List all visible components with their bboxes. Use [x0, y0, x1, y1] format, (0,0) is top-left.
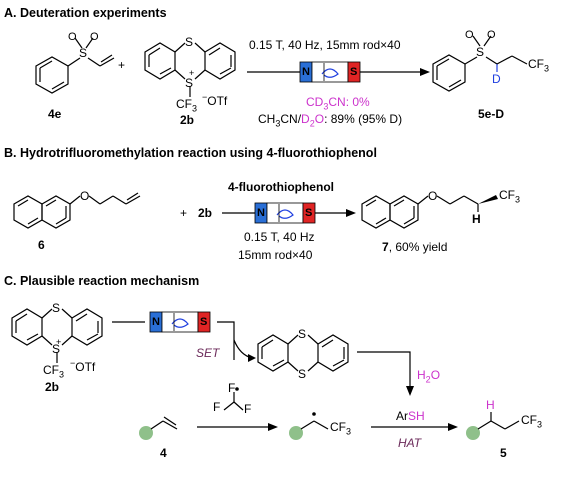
compound-2b-label-c: 2b [45, 380, 60, 394]
otf-counterion-c: −OTf [70, 358, 96, 374]
section-c-title: C. Plausible reaction mechanism [4, 274, 200, 288]
svg-text:S: S [52, 342, 60, 356]
conditions-b-line2: 15mm rod×40 [238, 248, 313, 262]
compound-4e-label: 4e [48, 107, 62, 121]
substrate-dot [139, 426, 153, 440]
conditions-a: 0.15 T, 40 Hz, 15mm rod×40 [249, 38, 401, 52]
svg-text:O: O [428, 189, 437, 203]
arsh-label: ArSH [396, 409, 425, 423]
cf3-group-5e-d: CF3 [528, 57, 550, 74]
hat-label: HAT [398, 436, 422, 450]
compound-5e-d-label: 5e-D [478, 107, 505, 121]
thianthrene-structure [257, 334, 349, 372]
reagent-2b-label-b: 2b [198, 206, 213, 220]
magnet-n-label-b: N [257, 207, 265, 219]
cf3-group-product-5: CF3 [521, 413, 543, 430]
set-label: SET [196, 346, 220, 360]
svg-text:O: O [90, 31, 99, 43]
s-plus-charge-a: + [189, 68, 195, 78]
magnet-s-label-a: S [350, 66, 358, 78]
h-label-c: H [486, 398, 495, 412]
svg-text:S: S [52, 301, 60, 315]
radical-intermediate-dot [289, 426, 303, 440]
svg-text:O: O [465, 29, 474, 41]
compound-2b-structure-c [11, 308, 103, 363]
s-plus-charge-c: + [56, 337, 62, 347]
magnet-icon-a [299, 61, 361, 83]
compound-5e-d-structure [432, 35, 528, 92]
svg-text:S: S [476, 45, 484, 59]
svg-text:O: O [68, 31, 77, 43]
cf3-group-intermediate: CF3 [330, 420, 352, 437]
product-dot [466, 426, 480, 440]
otf-counterion-a: −OTf [202, 92, 228, 108]
magnet-n-label-a: N [302, 66, 310, 78]
deuterium-label: D [492, 72, 501, 86]
compound-4-label: 4 [160, 446, 167, 460]
compound-6-label: 6 [38, 238, 45, 252]
svg-text:S: S [185, 35, 193, 49]
compound-7-label: 7, 60% yield [382, 240, 448, 254]
svg-text:O: O [487, 29, 496, 41]
cf3-group-2b-c: CF3 [43, 363, 65, 380]
magnet-s-label-c: S [200, 316, 208, 328]
cf3-group-2b-a: CF3 [176, 97, 198, 114]
section-a-title: A. Deuteration experiments [4, 6, 167, 20]
svg-text:S: S [79, 46, 87, 60]
compound-7-structure [361, 195, 498, 229]
plus-sign-a: + [118, 58, 126, 72]
h-label-b: H [472, 212, 481, 226]
solvent-d2o-line: CH3CN/D2O: 89% (95% D) [258, 112, 403, 129]
cf3-radical-f-right: F [244, 402, 252, 416]
plus-sign-b: + [180, 206, 188, 220]
compound-2b-label-a: 2b [180, 113, 195, 127]
magnet-icon-b [254, 202, 316, 224]
section-b-title: B. Hydrotrifluoromethylation reaction us… [4, 146, 377, 160]
cf3-radical-f-left: F [213, 400, 221, 414]
compound-2b-structure-a [144, 42, 236, 97]
cf3-group-7: CF3 [499, 188, 521, 205]
compound-4e-structure [35, 37, 115, 94]
magnet-icon-c [149, 311, 211, 333]
svg-text:S: S [298, 327, 306, 341]
svg-text:S: S [298, 367, 306, 381]
compound-5-label: 5 [500, 446, 507, 460]
magnet-s-label-b: S [305, 207, 313, 219]
h2o-label: H2O [417, 368, 441, 385]
magnet-n-label-c: N [152, 316, 160, 328]
conditions-b-line1: 0.15 T, 40 Hz [244, 230, 315, 244]
cf3-radical-structure [223, 392, 244, 411]
reagent-4-fluorothiophenol: 4-fluorothiophenol [228, 180, 334, 194]
compound-6-structure [13, 192, 141, 229]
cf3-radical-f-top: F [228, 381, 236, 395]
solvent-cd3cn-line: CD3CN: 0% [306, 95, 370, 112]
svg-text:O: O [80, 189, 89, 203]
svg-text:S: S [185, 76, 193, 90]
